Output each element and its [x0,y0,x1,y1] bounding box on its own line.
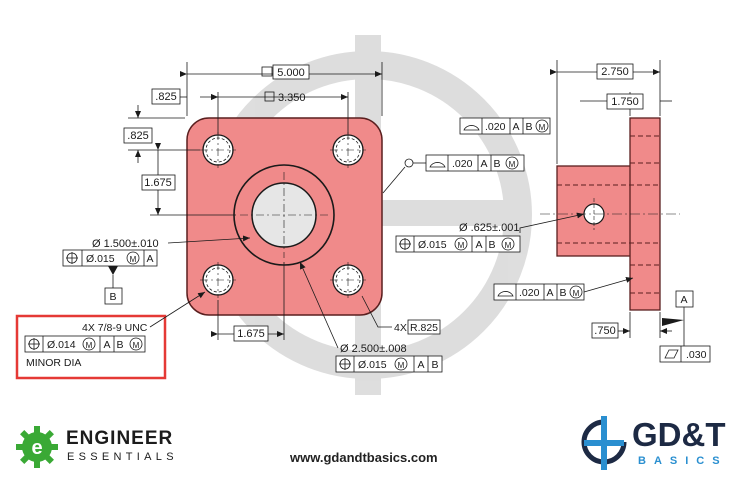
svg-text:5.000: 5.000 [277,67,305,79]
svg-text:.020: .020 [452,158,473,170]
svg-text:.825: .825 [155,91,176,103]
svg-text:1.675: 1.675 [144,177,172,189]
svg-text:A: A [546,287,553,299]
svg-text:B: B [431,359,438,371]
svg-text:B: B [525,121,532,133]
svg-text:M: M [458,241,465,250]
svg-text:.020: .020 [519,287,540,299]
svg-text:A: A [680,294,687,306]
engineering-drawing: 5.000 3.350 .825 .825 1.675 1.675 Ø 1.50… [15,35,711,395]
dim-left-offset: .825 [151,88,181,105]
brand-right-line2: BASICS [638,455,728,467]
brand-left-line2: ESSENTIALS [67,451,178,463]
profile-side-top-callout: .020 A B M [459,117,551,135]
svg-text:Ø 1.500±.010: Ø 1.500±.010 [92,238,159,250]
dim-bottom-x: 1.675 [233,325,269,342]
svg-text:B: B [116,339,123,351]
svg-text:e: e [31,437,42,459]
pin-callout: Ø .625±.001 Ø.015 M A B M [395,212,585,253]
dim-hole-spacing-x: 3.350 [264,91,306,104]
svg-text:A: A [512,121,519,133]
svg-text:4X 7/8-9 UNC: 4X 7/8-9 UNC [82,322,148,334]
svg-text:.030: .030 [686,349,707,361]
svg-text:1.675: 1.675 [237,328,265,340]
brand-left-line1: ENGINEER [66,428,174,449]
svg-text:M: M [398,361,405,370]
svg-text:M: M [509,160,516,169]
svg-text:MINOR DIA: MINOR DIA [26,357,81,369]
svg-text:M: M [505,241,512,250]
front-view-part [186,117,383,316]
brand-right-line1: GD&T [632,416,726,453]
corner-radius-callout: 4X R.825 [361,295,441,335]
svg-text:4X: 4X [394,322,407,334]
side-view-part [540,117,680,311]
profile-front-callout: .020 A B M [382,154,525,194]
svg-text:.750: .750 [594,325,615,337]
dim-overall-width: 5.000 [261,64,310,80]
dim-side-overall: 2.750 [596,63,634,80]
svg-text:M: M [133,341,140,350]
datum-a-flatness-callout: A .030 [659,290,711,363]
svg-text:A: A [103,339,110,351]
gdt-basics-logo: GD&T BASICS [580,414,730,474]
boss-callout: Ø 2.500±.008 Ø.015 M A B [299,261,443,373]
svg-text:.825: .825 [127,130,148,142]
svg-text:A: A [480,158,487,170]
svg-text:B: B [109,291,116,303]
website-url[interactable]: www.gdandtbasics.com [290,450,438,465]
svg-text:B: B [488,239,495,251]
svg-text:2.750: 2.750 [601,66,629,78]
profile-side-bottom-callout: .020 A B M [493,277,634,301]
dim-side-step: .750 [591,322,619,339]
svg-text:Ø.015: Ø.015 [86,253,115,265]
svg-text:Ø.015: Ø.015 [358,359,387,371]
svg-text:R.825: R.825 [410,322,438,334]
svg-text:Ø.014: Ø.014 [47,339,76,351]
footer: e ENGINEER ESSENTIALS www.gdandtbasics.c… [0,400,736,480]
svg-text:B: B [559,287,566,299]
gear-icon: e [16,426,58,468]
dim-vertical-center: 1.675 [141,174,176,191]
svg-text:A: A [417,359,424,371]
dim-side-flange: 1.750 [606,93,644,110]
crosshair-logo-icon [581,416,627,470]
thread-callout: 4X 7/8-9 UNC Ø.014 M A B M MINOR DIA [15,291,206,380]
svg-text:Ø 2.500±.008: Ø 2.500±.008 [340,343,407,355]
svg-text:3.350: 3.350 [278,92,306,104]
bore-callout: Ø 1.500±.010 Ø.015 M A B [62,235,251,305]
svg-text:M: M [86,341,93,350]
svg-text:A: A [475,239,482,251]
engineer-essentials-logo: e ENGINEER ESSENTIALS [14,422,214,472]
svg-text:M: M [573,289,580,298]
svg-text:Ø.015: Ø.015 [418,239,447,251]
svg-text:1.750: 1.750 [611,96,639,108]
svg-text:.020: .020 [485,121,506,133]
svg-text:M: M [539,123,546,132]
svg-text:Ø .625±.001: Ø .625±.001 [459,222,519,234]
svg-text:A: A [146,253,153,265]
svg-text:M: M [130,255,137,264]
dim-top-offset: .825 [123,127,153,144]
svg-text:B: B [493,158,500,170]
